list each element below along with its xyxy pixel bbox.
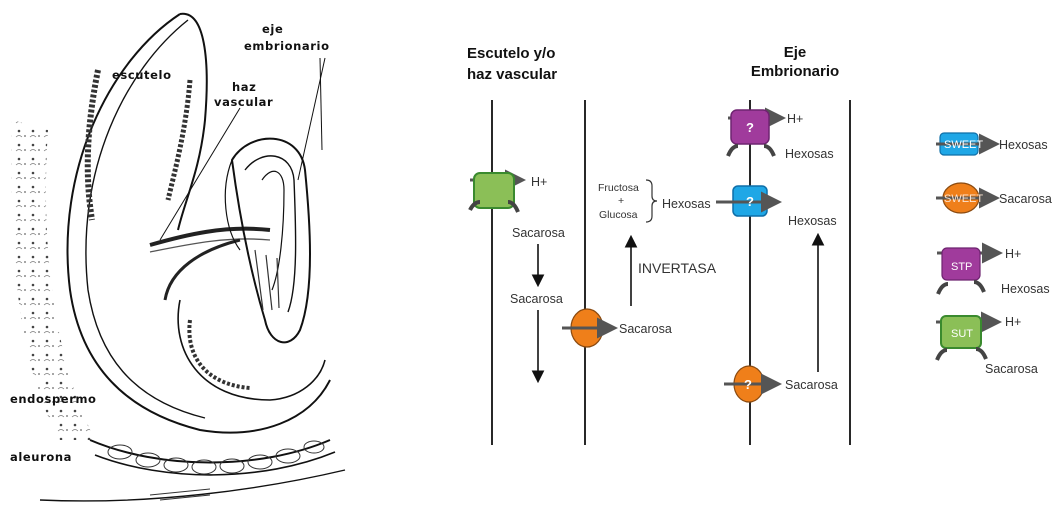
hexosas-3-text: Hexosas bbox=[785, 147, 834, 161]
header-eje-line2: Embrionario bbox=[751, 63, 839, 80]
label-haz: haz bbox=[232, 80, 256, 94]
label-endospermo: endospermo bbox=[10, 392, 97, 406]
scutellum-outer bbox=[68, 14, 330, 433]
question-mark: ? bbox=[746, 194, 754, 209]
legend-sut: SUT bbox=[936, 316, 996, 360]
sacarosa-3-text: Sacarosa bbox=[619, 322, 672, 336]
hexosas-2-text: Hexosas bbox=[788, 214, 837, 228]
sweet-sucrose-transporter-1 bbox=[562, 309, 612, 347]
header-escutelo-line2: haz vascular bbox=[467, 66, 557, 83]
sacarosa-4-text: Sacarosa bbox=[785, 378, 838, 392]
legend-sweet-sacarosa: Sacarosa bbox=[999, 192, 1052, 206]
label-aleurona: aleurona bbox=[10, 450, 72, 464]
legend-sweet-sucrose: SWEET bbox=[936, 183, 994, 213]
header-escutelo-line1: Escutelo y/o bbox=[467, 45, 555, 62]
legend-stp-hexosas: Hexosas bbox=[1001, 282, 1050, 296]
legend-stp-h: H+ bbox=[1005, 247, 1021, 261]
hexosas-1-text: Hexosas bbox=[662, 197, 711, 211]
transport-scheme: Escutelo y/o haz vascular Eje Embrionari… bbox=[467, 44, 850, 445]
sacarosa-2-text: Sacarosa bbox=[510, 292, 563, 306]
legend-sut-sacarosa: Sacarosa bbox=[985, 362, 1038, 376]
legend-sweet-label: SWEET bbox=[944, 139, 983, 151]
aleurone-layer bbox=[90, 440, 330, 463]
legend-sweet-hexose: SWEET bbox=[936, 133, 994, 155]
label-vascular: vascular bbox=[214, 95, 273, 109]
plus-text: + bbox=[618, 195, 624, 207]
invertasa-text: INVERTASA bbox=[638, 260, 717, 276]
sut-transporter bbox=[470, 173, 520, 212]
question-mark: ? bbox=[746, 120, 754, 135]
sweet-hexose-transporter: ? bbox=[716, 186, 776, 216]
legend-sut-h: H+ bbox=[1005, 315, 1021, 329]
sacarosa-1-text: Sacarosa bbox=[512, 226, 565, 240]
header-eje-line1: Eje bbox=[784, 44, 807, 61]
legend-sweet2-label: SWEET bbox=[944, 193, 983, 205]
stp-transporter: ? bbox=[728, 110, 780, 156]
label-escutelo: escutelo bbox=[112, 68, 172, 82]
glucosa-text: Glucosa bbox=[599, 209, 638, 221]
legend-stp: STP bbox=[937, 248, 997, 294]
brace bbox=[646, 180, 657, 222]
vascular-bundle bbox=[150, 229, 270, 245]
sut-h-text: H+ bbox=[531, 175, 547, 189]
legend-sut-label: SUT bbox=[951, 328, 973, 340]
embryo-axis bbox=[232, 139, 310, 343]
legend-sweet-hexosas: Hexosas bbox=[999, 138, 1048, 152]
fructosa-text: Fructosa bbox=[598, 182, 639, 194]
h-eje-text: H+ bbox=[787, 112, 803, 126]
label-eje: eje bbox=[262, 22, 283, 36]
question-mark: ? bbox=[744, 377, 752, 392]
legend-stp-label: STP bbox=[951, 261, 972, 273]
label-embrionario: embrionario bbox=[244, 39, 330, 53]
legend: SWEET Hexosas SWEET Sacarosa STP H+ Hexo… bbox=[936, 133, 1052, 376]
scutellum-epithelium bbox=[88, 70, 98, 220]
sweet-sucrose-transporter-2: ? bbox=[724, 366, 776, 402]
seed-anatomy-drawing: eje embrionario escutelo haz vascular en… bbox=[10, 14, 345, 501]
